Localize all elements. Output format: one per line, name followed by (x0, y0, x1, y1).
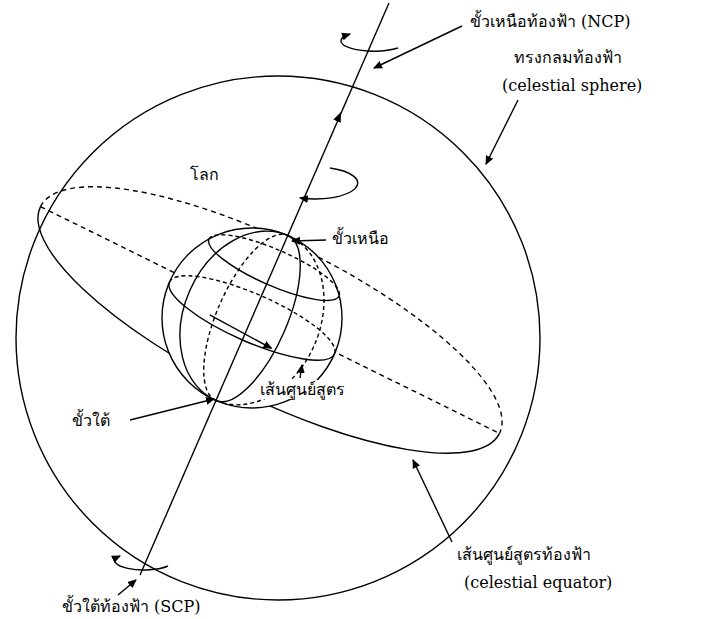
leader-arrow (292, 240, 326, 241)
part-label: ทรงกลมท้องฟ้า (512, 48, 624, 67)
rotation-curl (115, 556, 168, 570)
earth-meridian (154, 208, 288, 400)
equator-plane-diameter (40, 207, 499, 434)
part-label: โลก (188, 165, 221, 184)
part-label: ขั้วเหนือ (330, 229, 391, 248)
leader-arrow (486, 100, 518, 164)
part-label: (celestial equator) (462, 573, 614, 592)
celestial-equator-front (6, 207, 500, 504)
axis-arrowhead (333, 112, 341, 123)
earth-meridian-back (184, 222, 288, 401)
celestial-equator-back (40, 137, 534, 434)
part-label: ขั้วเหนือท้องฟ้า (NCP) (468, 12, 633, 31)
part-label: เส้นศูนย์สูตรท้องฟ้า (455, 545, 593, 564)
rotation-curl (341, 34, 398, 51)
rotation-curl (300, 168, 358, 199)
leader-arrow (130, 399, 214, 420)
part-label: ขั้วใต้ (70, 411, 112, 430)
part-label: เส้นศูนย์สูตร (258, 380, 347, 399)
part-label: ขั้วใต้ท้องฟ้า (SCP) (60, 597, 203, 616)
leader-arrow (300, 365, 302, 378)
earth-meridian-back (216, 236, 350, 428)
leader-arrow (118, 580, 136, 595)
leader-arrow (374, 26, 462, 68)
rotation-axis (140, 3, 389, 575)
celestial-sphere (16, 76, 540, 600)
part-label: (celestial sphere) (500, 76, 644, 95)
leader-arrow (413, 460, 452, 542)
